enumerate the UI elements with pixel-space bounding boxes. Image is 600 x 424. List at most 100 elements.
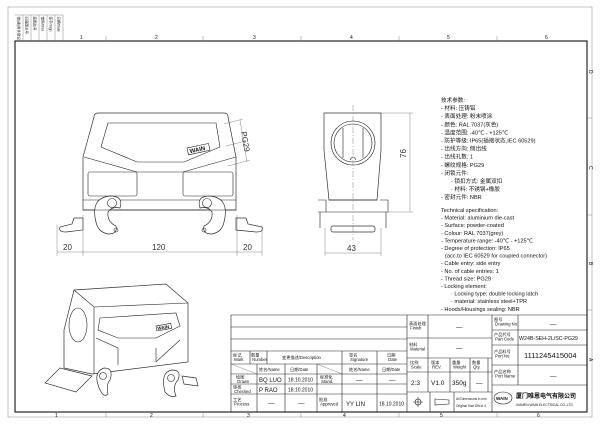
dim-height: 76 <box>399 149 408 158</box>
spec-line: - Colour: RAL 7037(grey) <box>441 231 503 237</box>
zone-label: C <box>587 166 593 170</box>
rev-mark-header: 标记 Mark <box>233 352 244 363</box>
zone-label: 5 <box>440 413 443 419</box>
qty-label: 数量 Qty. <box>472 359 481 370</box>
scale-label: 比例 Scale <box>410 359 422 370</box>
scale-value: 2:3 <box>411 380 420 387</box>
iso-view: WAIN <box>44 283 199 397</box>
rev-value: V1.0 <box>431 380 445 387</box>
zone-label: 6 <box>537 413 540 419</box>
corner-box-label: 借(通)用件登记 <box>17 17 22 41</box>
spec-line: - Thread size: PG29 <box>441 276 491 282</box>
zone-labels-right: D C B A <box>587 70 593 362</box>
part-name-label: 产品名称 Port Name <box>494 368 516 379</box>
date-header: 日期/Date <box>290 367 309 373</box>
size-note: Original Size DIN A 4 <box>456 404 486 408</box>
approved-name: YY LIN <box>346 402 365 408</box>
rev-date-header: 日期 Date <box>387 353 398 363</box>
zone-label: 1 <box>55 413 58 419</box>
name-header-2: 姓名/Name <box>349 366 370 373</box>
svg-text:WAIN: WAIN <box>189 146 206 155</box>
spec-line: - 表面处理: 粉末喷涂 <box>441 112 493 120</box>
finish-value: — <box>456 324 463 331</box>
date-header-2: 日期/Date <box>382 367 401 373</box>
iso-wain-logo: WAIN <box>155 323 172 332</box>
corner-box-label: 旧底图总号 <box>25 17 30 35</box>
process-name: — <box>268 400 275 407</box>
drawing-no-label: 图号 Drawing No. <box>494 317 518 327</box>
part-no-value: 1111245415004 <box>524 351 577 360</box>
spec-line: - Material: aluminium die-cast <box>441 216 514 222</box>
corner-box-label: 底图总号 <box>33 17 38 31</box>
zone-label: 1 <box>80 35 83 41</box>
iso-foot-left <box>44 367 93 393</box>
front-window <box>100 122 221 163</box>
drawing-no-value: — <box>550 321 557 328</box>
material-value: — <box>456 345 463 352</box>
svg-text:WAIN: WAIN <box>157 324 169 331</box>
drawn-date: 18.10.2010 <box>288 378 313 384</box>
corner-boxes: 借(通)用件登记 旧底图总号 底图总号 借用/Diss 签字/Sign 日期/D… <box>15 14 64 41</box>
dim-right-foot: 20 <box>243 243 252 252</box>
side-view: 76 43 <box>318 105 413 256</box>
zone-labels-top: 1 2 3 4 5 6 <box>80 35 548 41</box>
front-view: WAIN 20 120 20 PG29 <box>56 112 263 256</box>
zone-label: D <box>587 70 593 74</box>
dims-note: All Dimensions in mm <box>456 397 487 401</box>
drawn-name: BQ LUO <box>259 378 282 384</box>
company-logo: WAIN <box>493 391 513 405</box>
part-code-value: W24B-SEH-2L/SC-PG29 <box>519 336 578 342</box>
projection-symbol-icon <box>413 397 450 407</box>
spec-line: · 锁扣方式: 金属双扣 <box>451 177 503 185</box>
svg-text:WAIN: WAIN <box>496 396 508 401</box>
side-housing-outline <box>323 112 382 201</box>
approved-date: 18.10.2010 <box>379 402 404 408</box>
corner-label: 签字/Sign <box>49 17 54 32</box>
outer-border <box>7 6 593 418</box>
zone-label: 3 <box>253 35 256 41</box>
drawn-label: 绘图 Drawn <box>236 374 250 385</box>
part-code-label: 产品代号 Part Code <box>494 331 515 342</box>
material-label: 材料 Material <box>409 341 425 352</box>
locking-lever-left <box>94 195 122 235</box>
spec-line: - Temperature range: -40℃ - +125℃ <box>441 237 533 244</box>
process-label: 工艺 Process <box>233 397 249 407</box>
zone-label: 5 <box>447 35 450 41</box>
zone-ticks <box>105 36 592 417</box>
weight-value: 350g <box>452 380 467 387</box>
spec-line: · Locking type: double locking latch <box>451 292 538 298</box>
spec-line: - 防护等级: IP65(插接状态,IEC 60529) <box>441 137 536 145</box>
spec-line: - No. of cable entries: 1 <box>441 269 499 275</box>
spec-line: - Hoods/Housings sealing: NBR <box>441 307 520 313</box>
spec-chinese: 技术参数:- 材料: 压铸铝- 表面处理: 粉末喷涂- 颜色: RAL 7037… <box>441 96 536 201</box>
rev-signature-header: 签名 Signature <box>349 352 369 363</box>
spec-line: - 出线孔数: 1 <box>441 153 473 161</box>
spec-line: (acc.to IEC 60529 for coupled connector) <box>445 254 547 260</box>
rev-label: 版本 REV. <box>431 359 442 370</box>
spec-line: - Surface: powder-coated <box>441 223 504 229</box>
spec-line: - 温度范围: -40℃ - +125℃ <box>441 128 508 136</box>
stand-name: — <box>356 377 363 384</box>
corner-label: 日期/Date <box>57 17 62 32</box>
name-header: 姓名/Name <box>259 366 280 373</box>
checked-label: 审核 Checked <box>233 384 251 395</box>
spec-line: - 密封元件: NBR <box>441 193 482 201</box>
dimension-lines <box>324 112 413 256</box>
zone-label: A <box>587 358 593 362</box>
zone-label: 4 <box>350 35 353 41</box>
part-name-value: — <box>550 373 557 380</box>
spec-line: - 闭锁元件: <box>441 169 469 177</box>
mounting-foot-right <box>235 217 263 233</box>
corner-label: 借用/Diss <box>41 17 46 32</box>
process-date: — <box>298 400 305 407</box>
mounting-foot-left <box>59 217 84 233</box>
wain-logo: WAIN <box>186 143 211 155</box>
checked-name: P RAO <box>259 388 278 394</box>
iso-cable-entry <box>68 307 88 343</box>
dim-depth: 43 <box>347 244 356 253</box>
stand-label: 标准化 Stand. <box>320 374 333 385</box>
locking-lever-right <box>198 195 226 235</box>
iso-housing-outline <box>63 283 189 375</box>
zone-label: 4 <box>343 413 346 419</box>
dim-thread: PG29 <box>239 131 252 153</box>
